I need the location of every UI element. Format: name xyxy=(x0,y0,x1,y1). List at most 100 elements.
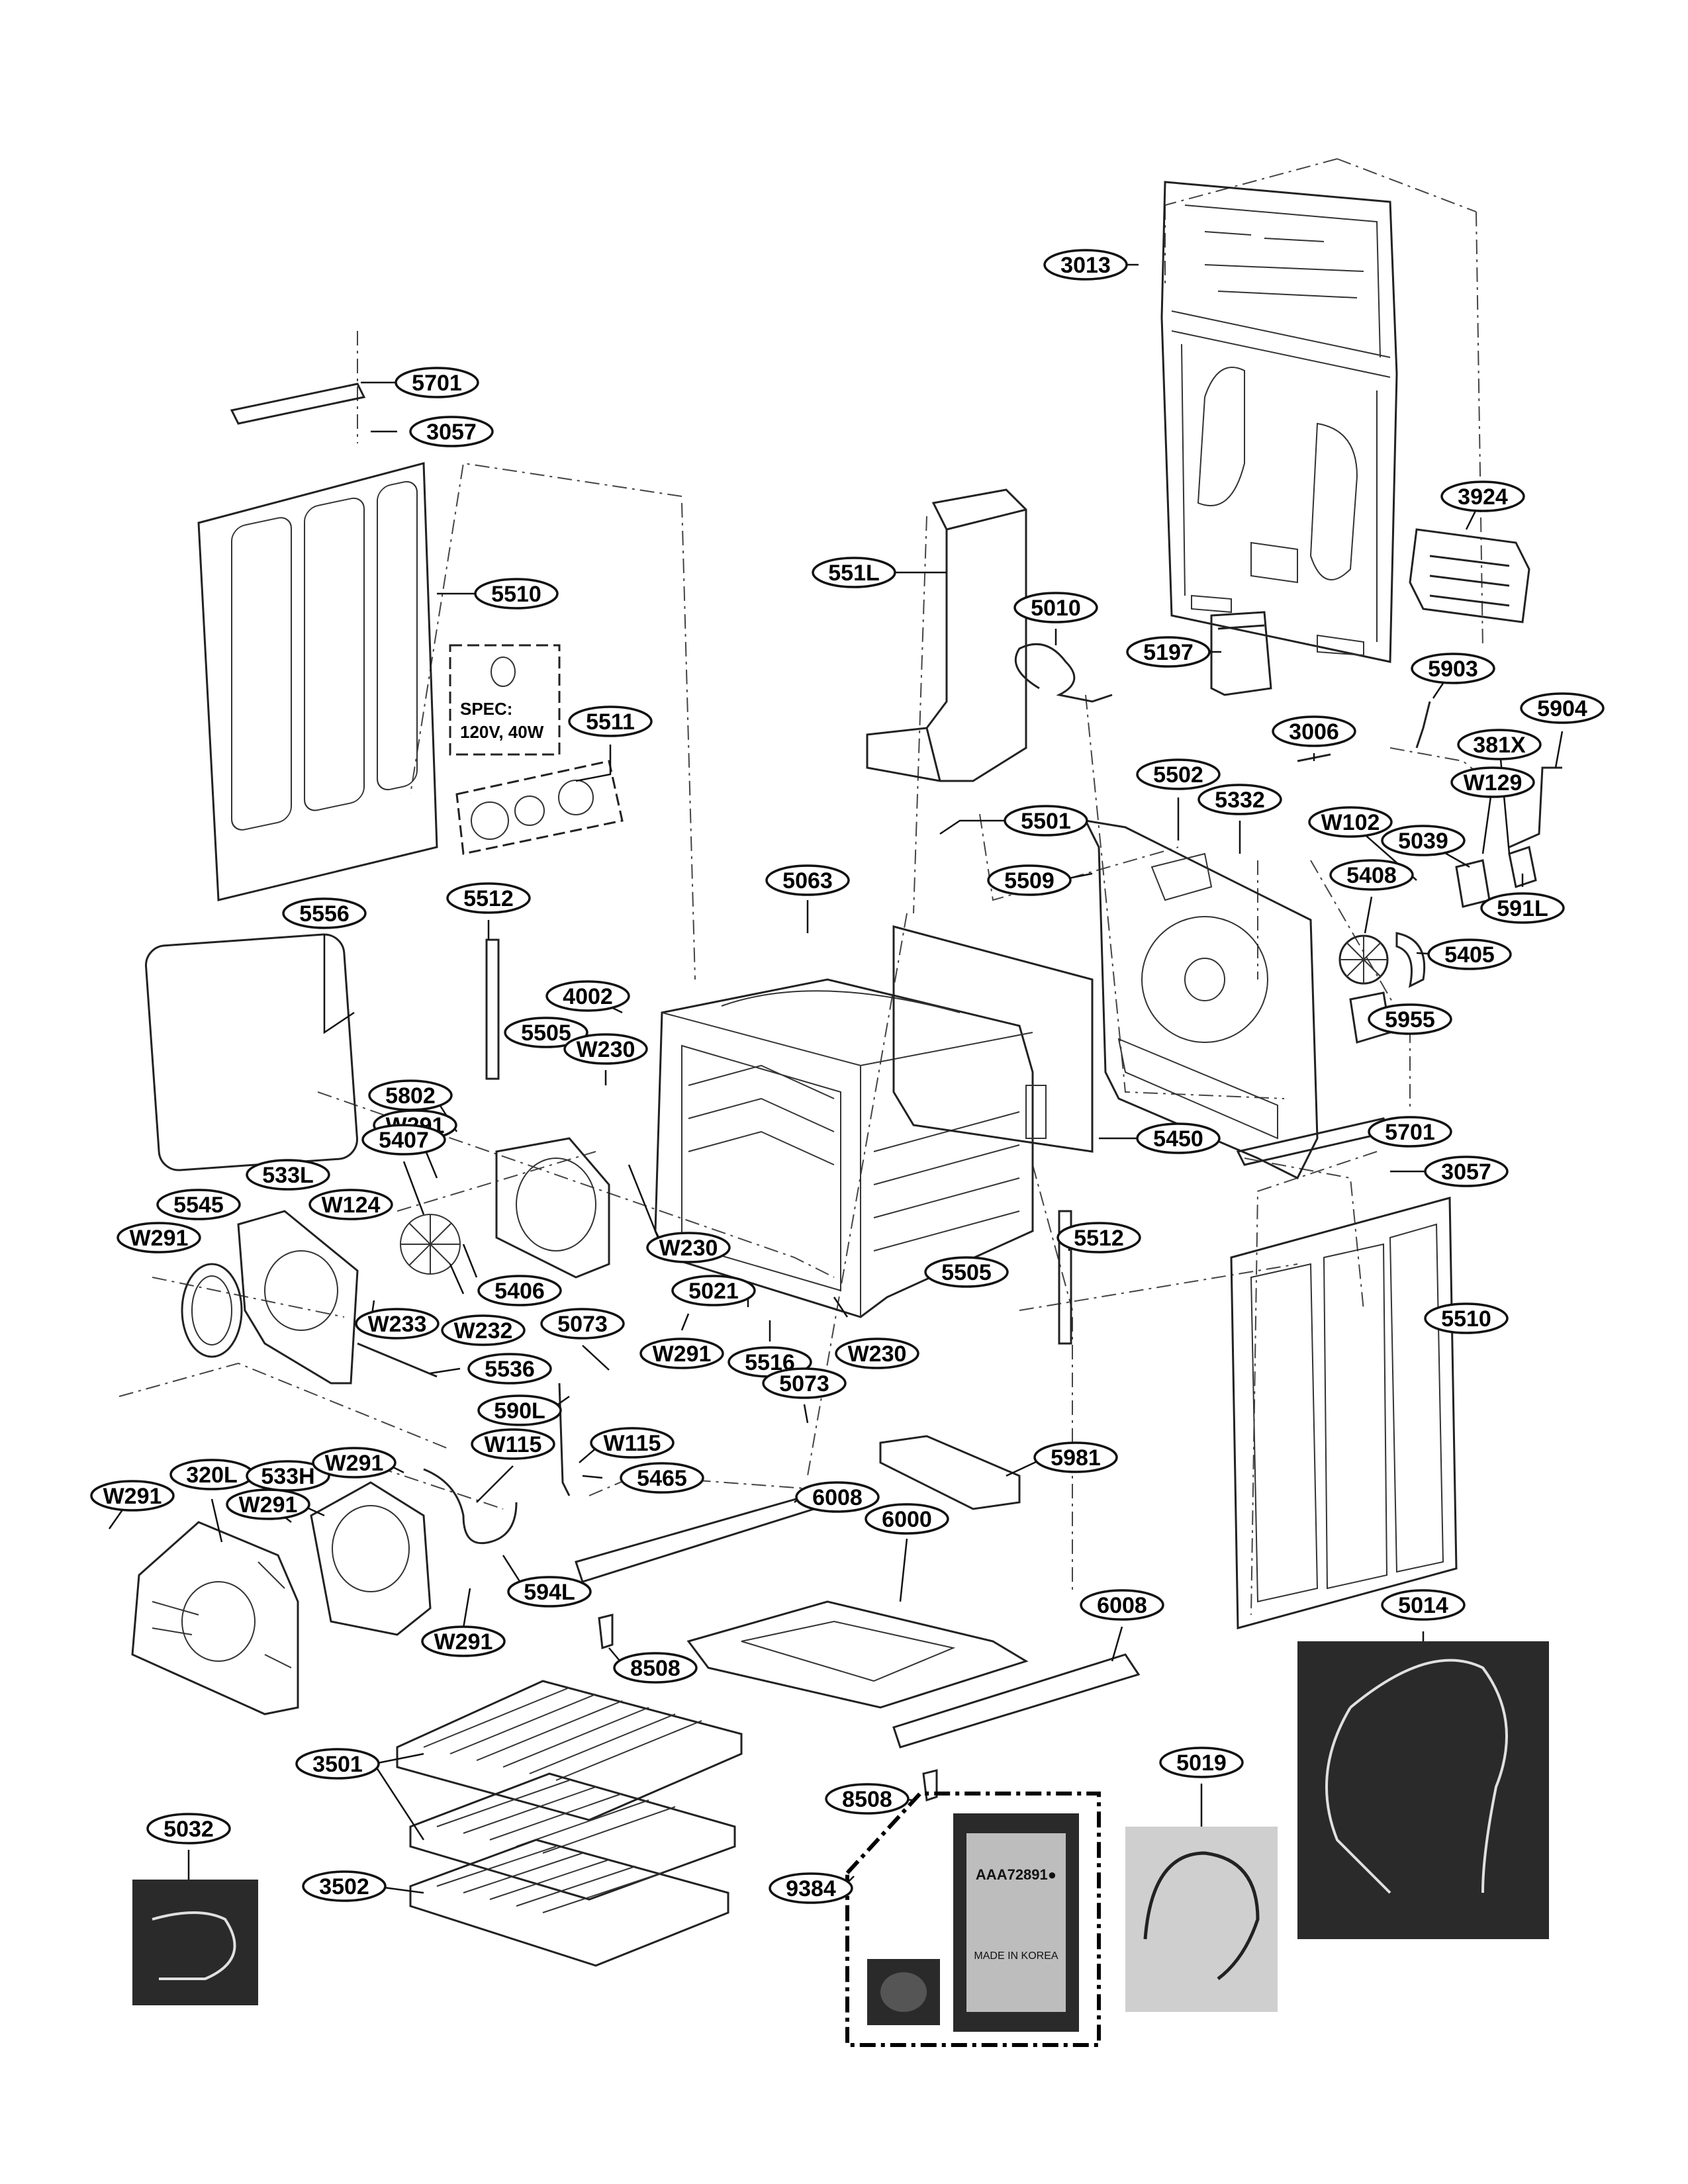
strip-5512-left xyxy=(485,938,500,1080)
callout-551L: 551L xyxy=(812,557,896,588)
callout-5407: 5407 xyxy=(361,1124,446,1156)
callout-label: 5701 xyxy=(1385,1120,1435,1145)
fan-blade-5407 xyxy=(400,1214,461,1275)
callout-oval xyxy=(477,1394,562,1426)
rear-cover-533L xyxy=(237,1210,359,1385)
callout-oval xyxy=(620,1462,704,1494)
callout-label: 5063 xyxy=(782,868,833,893)
callout-label: 5407 xyxy=(379,1128,429,1153)
callout-label: 5405 xyxy=(1444,942,1495,968)
part-number-callouts: 3013570130573924551L50105510519759035511… xyxy=(90,249,1605,1904)
callout-oval xyxy=(1368,1116,1452,1148)
callout-oval xyxy=(1013,592,1098,623)
callout-label: 5802 xyxy=(385,1083,436,1109)
callout-533H: 533H xyxy=(246,1460,330,1492)
callout-label: 5511 xyxy=(586,709,635,735)
callout-W291c: W291 xyxy=(639,1338,724,1369)
callout-5802: 5802 xyxy=(368,1079,453,1111)
bracket-3924 xyxy=(1409,528,1530,623)
callout-oval xyxy=(1126,636,1211,668)
callout-oval xyxy=(1043,249,1128,281)
shell-320L xyxy=(131,1521,299,1715)
callout-oval xyxy=(545,980,630,1012)
callout-5510b: 5510 xyxy=(1424,1302,1509,1334)
part-5904 xyxy=(1509,766,1562,848)
callout-5512b: 5512 xyxy=(1056,1222,1141,1253)
part-5039 xyxy=(1455,859,1491,908)
callout-oval xyxy=(1080,1589,1164,1621)
callout-label: W129 xyxy=(1464,770,1523,796)
callout-label: 5032 xyxy=(164,1817,214,1842)
callout-label: 5039 xyxy=(1398,829,1448,854)
callout-5509: 5509 xyxy=(987,864,1072,896)
callout-label: 3013 xyxy=(1060,253,1111,278)
callout-oval xyxy=(1411,653,1495,684)
callout-label: 320L xyxy=(186,1463,238,1488)
callout-594L: 594L xyxy=(507,1576,592,1608)
callout-label: 3924 xyxy=(1458,484,1508,510)
callout-3057a: 3057 xyxy=(409,416,494,447)
callout-label: W291 xyxy=(325,1451,384,1476)
callout-W124: W124 xyxy=(308,1189,393,1220)
foot-8508-right xyxy=(922,1769,938,1802)
callout-label: 5021 xyxy=(688,1279,739,1304)
rear-cover-533H xyxy=(310,1481,432,1636)
callout-W232: W232 xyxy=(441,1314,526,1346)
part-5903 xyxy=(1415,701,1431,749)
duct-551L xyxy=(866,488,1027,782)
callout-label: 5501 xyxy=(1021,809,1071,834)
callout-label: 8508 xyxy=(630,1656,680,1681)
callout-label: 5505 xyxy=(941,1260,992,1285)
callout-5408: 5408 xyxy=(1329,859,1414,891)
callout-label: 3057 xyxy=(426,420,477,445)
part-591L xyxy=(1508,846,1537,888)
gasket-5556 xyxy=(145,933,358,1171)
callout-3057b: 3057 xyxy=(1424,1156,1509,1187)
callout-label: 5536 xyxy=(485,1357,535,1382)
callout-oval xyxy=(361,1124,446,1156)
callout-3502: 3502 xyxy=(302,1870,387,1902)
callout-591L: 591L xyxy=(1480,892,1565,924)
callout-5501: 5501 xyxy=(1004,805,1088,837)
callout-5197: 5197 xyxy=(1126,636,1211,668)
trim-5701-right xyxy=(1236,1117,1392,1166)
callout-label: 381X xyxy=(1473,733,1526,758)
callout-oval xyxy=(421,1625,506,1657)
callout-5556: 5556 xyxy=(282,897,367,929)
callout-5903: 5903 xyxy=(1411,653,1495,684)
photo-cable-5032 xyxy=(132,1880,258,2005)
callout-oval xyxy=(540,1308,625,1340)
callout-oval xyxy=(355,1308,440,1340)
callout-label: W230 xyxy=(577,1037,635,1062)
callout-5465: 5465 xyxy=(620,1462,704,1494)
callout-5073b: 5073 xyxy=(762,1367,847,1399)
callout-W291b: W291 xyxy=(117,1222,201,1253)
bracket-5405 xyxy=(1395,932,1426,988)
callout-590L: 590L xyxy=(477,1394,562,1426)
callout-W129: W129 xyxy=(1450,766,1535,798)
callout-oval xyxy=(1136,1122,1221,1154)
callout-oval xyxy=(812,557,896,588)
callout-oval xyxy=(156,1189,241,1220)
callout-label: 5545 xyxy=(173,1193,224,1218)
callout-oval xyxy=(308,1189,393,1220)
callout-oval xyxy=(1197,784,1282,815)
callout-label: 5332 xyxy=(1215,788,1265,813)
callout-oval xyxy=(1381,825,1466,856)
callout-label: W291 xyxy=(653,1342,712,1367)
callout-oval xyxy=(762,1367,847,1399)
callout-label: 3502 xyxy=(319,1874,369,1899)
kit-9384: AAA72891● MADE IN KOREA xyxy=(845,1792,1101,2047)
callout-5014: 5014 xyxy=(1381,1589,1466,1621)
callout-label: 5019 xyxy=(1176,1751,1227,1776)
callout-oval xyxy=(1424,1302,1509,1334)
callout-label: 5510 xyxy=(491,582,541,607)
callout-3013: 3013 xyxy=(1043,249,1128,281)
callout-W291f: W291 xyxy=(226,1488,310,1520)
callout-oval xyxy=(1427,938,1512,970)
callout-label: 3501 xyxy=(312,1752,363,1777)
callout-label: 590L xyxy=(494,1398,545,1424)
bulb-assembly-5511 xyxy=(455,760,624,855)
callout-oval xyxy=(639,1338,724,1369)
callout-oval xyxy=(474,578,559,610)
